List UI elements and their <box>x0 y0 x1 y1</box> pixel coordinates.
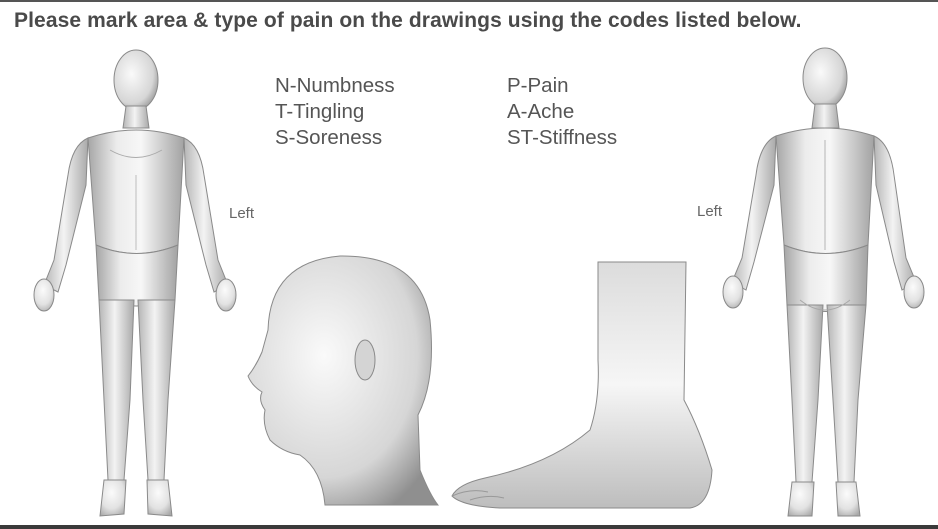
foot-figure[interactable] <box>452 262 712 508</box>
head-profile-figure[interactable] <box>248 256 438 505</box>
front-body-figure[interactable] <box>34 50 236 516</box>
back-body-figure[interactable] <box>723 48 924 516</box>
bottom-divider <box>0 525 938 529</box>
